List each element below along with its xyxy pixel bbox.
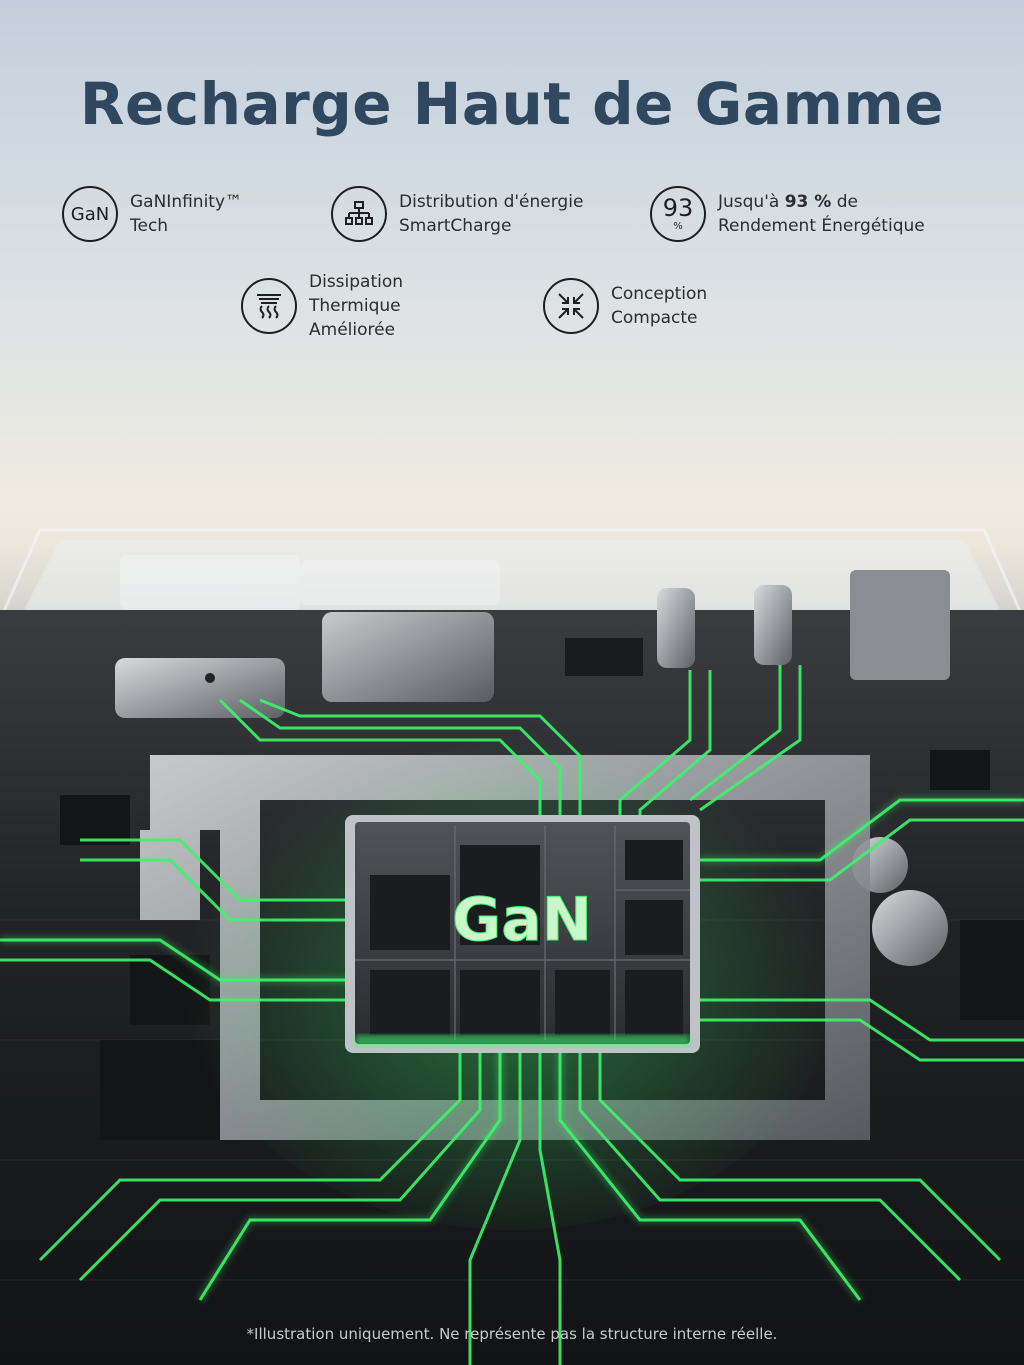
feature-compact: Conception Compacte <box>543 278 707 334</box>
feature-line: GaNInfinity™ <box>130 192 243 212</box>
feature-heat-dissipation-text: Dissipation Thermique Améliorée <box>309 270 403 342</box>
feature-line: Rendement Énergétique <box>718 216 925 236</box>
compact-design-icon <box>543 278 599 334</box>
efficiency-93-icon: 93 % <box>650 186 706 242</box>
gan-icon: GaN <box>62 186 118 242</box>
feature-line: Conception <box>611 284 708 304</box>
chip-label: GaN <box>452 885 592 955</box>
feature-line: Compacte <box>611 308 698 328</box>
feature-line: Améliorée <box>309 320 396 340</box>
heat-dissipation-icon <box>241 278 297 334</box>
feature-compact-text: Conception Compacte <box>611 282 707 330</box>
feature-efficiency-text: Jusqu'à 93 % de Rendement Énergétique <box>718 190 925 238</box>
feature-heat-dissipation: Dissipation Thermique Améliorée <box>241 270 403 342</box>
feature-smartcharge-text: Distribution d'énergie SmartCharge <box>399 190 583 238</box>
feature-gan-tech: GaN GaNInfinity™ Tech <box>62 186 242 242</box>
feature-line: Thermique <box>309 296 401 316</box>
circuit-board-illustration: GaN <box>0 528 1024 1365</box>
feature-line: Distribution d'énergie <box>399 192 584 212</box>
feature-line: Tech <box>130 216 169 236</box>
feature-efficiency: 93 % Jusqu'à 93 % de Rendement Énergétiq… <box>650 186 925 242</box>
feature-line: Jusqu'à 93 % de <box>718 192 858 212</box>
feature-smartcharge: Distribution d'énergie SmartCharge <box>331 186 583 242</box>
feature-line: SmartCharge <box>399 216 512 236</box>
footnote: *Illustration uniquement. Ne représente … <box>246 1325 778 1343</box>
feature-line: Dissipation <box>309 272 404 292</box>
feature-gan-tech-text: GaNInfinity™ Tech <box>130 190 242 238</box>
page-title: Recharge Haut de Gamme <box>79 70 945 138</box>
power-distribution-icon <box>331 186 387 242</box>
